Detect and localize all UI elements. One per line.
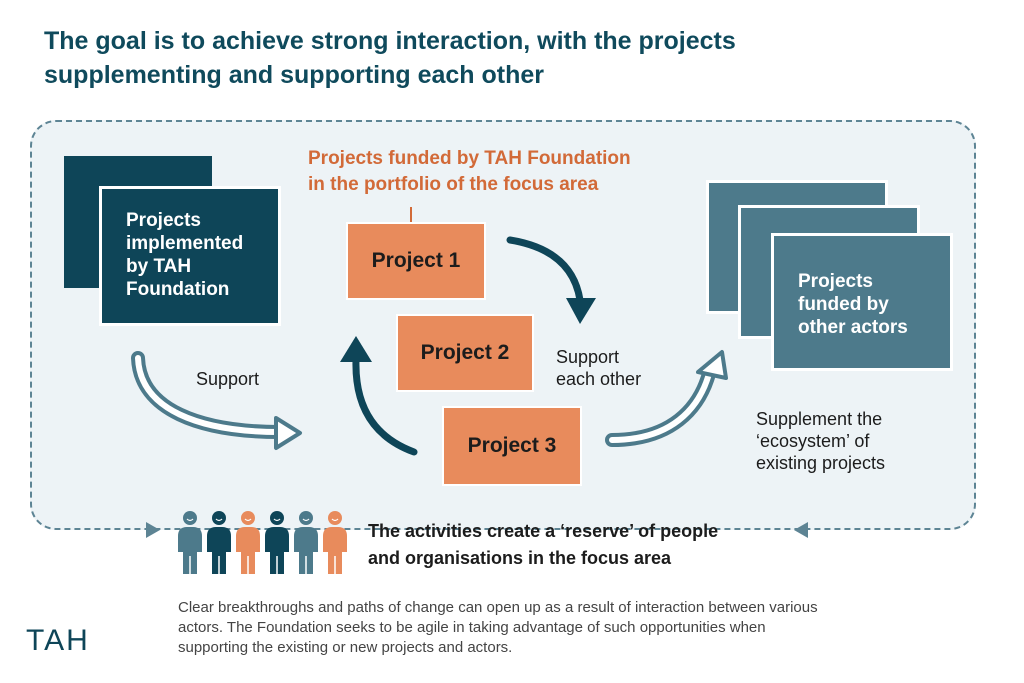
person-icon [265, 511, 289, 574]
support-each-other-label: Support each other [556, 346, 641, 390]
other-actors-text: Projects funded by other actors [798, 270, 908, 339]
implemented-box: Projects implemented by TAH Foundation [99, 186, 281, 326]
implemented-line-4: Foundation [126, 279, 230, 300]
supplement-line-3: existing projects [756, 453, 886, 473]
reserve-line-1: The activities create a ‘reserve’ of peo… [368, 521, 719, 541]
portfolio-heading: Projects funded by TAH Foundation in the… [308, 146, 728, 198]
other-actors-line-1: Projects [798, 271, 873, 292]
people-icons [178, 511, 347, 574]
portfolio-line-2: in the portfolio of the focus area [308, 174, 599, 195]
person-icon [323, 511, 347, 574]
footer-line-3: supporting the existing or new projects … [178, 639, 513, 656]
title-line-2: supplementing and supporting each other [44, 61, 545, 89]
other-actors-box: Projects funded by other actors [771, 233, 953, 371]
supplement-label: Supplement the ‘ecosystem’ of existing p… [756, 408, 885, 474]
project-3-box: Project 3 [442, 406, 582, 486]
support-each-other-line-2: each other [556, 369, 642, 389]
support-label: Support [196, 369, 260, 389]
portfolio-line-1: Projects funded by TAH Foundation [308, 148, 631, 169]
footer-text: Clear breakthroughs and paths of change … [178, 598, 938, 658]
implemented-line-2: implemented [126, 233, 244, 254]
person-icon [236, 511, 260, 574]
footer-line-2: actors. The Foundation seeks to be agile… [178, 619, 766, 636]
implemented-text: Projects implemented by TAH Foundation [126, 209, 243, 301]
title-line-1: The goal is to achieve strong interactio… [44, 27, 736, 55]
project-2-label: Project 2 [420, 341, 510, 364]
project-3-label: Project 3 [467, 434, 557, 457]
person-icon [178, 511, 202, 574]
implemented-line-3: by TAH [126, 256, 192, 277]
supplement-line-1: Supplement the [756, 409, 883, 429]
project-1-box: Project 1 [346, 222, 486, 300]
other-actors-line-3: other actors [798, 317, 908, 338]
project-2-box: Project 2 [396, 314, 534, 392]
page-title: The goal is to achieve strong interactio… [44, 24, 944, 92]
person-icon [207, 511, 231, 574]
implemented-line-1: Projects [126, 210, 201, 231]
reserve-text: The activities create a ‘reserve’ of peo… [368, 518, 788, 572]
support-each-other-line-1: Support [556, 347, 620, 367]
tah-logo: TAH [26, 624, 90, 657]
supplement-line-2: ‘ecosystem’ of [756, 431, 870, 451]
other-actors-line-2: funded by [798, 294, 889, 315]
reserve-line-2: and organisations in the focus area [368, 548, 672, 568]
person-icon [294, 511, 318, 574]
project-1-label: Project 1 [371, 249, 461, 272]
footer-line-1: Clear breakthroughs and paths of change … [178, 599, 818, 616]
